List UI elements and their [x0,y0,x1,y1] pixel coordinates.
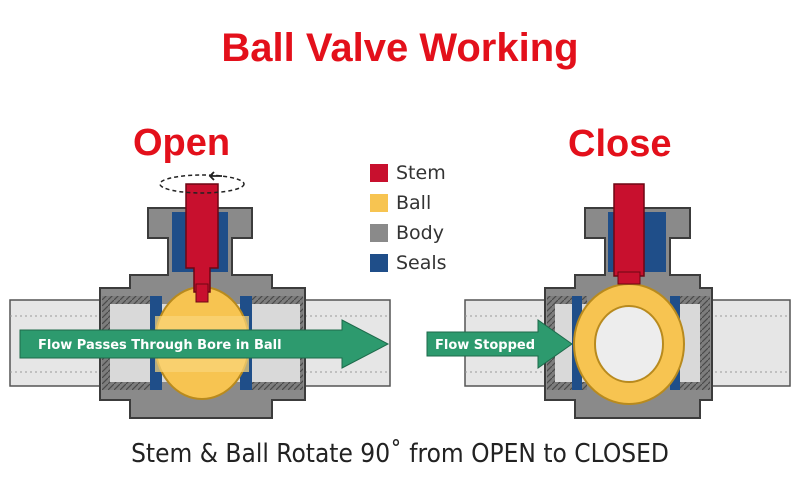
closed-stem-tip [617,271,641,285]
closed-flow-text: Flow Stopped [435,338,535,353]
rotation-arrow-icon [159,174,245,194]
legend-label: Ball [396,192,432,214]
closed-valve: Flow Stopped [426,183,791,419]
legend-label: Stem [396,162,446,184]
legend-item-stem: Stem [370,158,447,188]
page-title: Ball Valve Working [221,26,579,70]
legend-item-ball: Ball [370,188,447,218]
open-stem [185,183,219,293]
caption: Stem & Ball Rotate 90˚ from OPEN to CLOS… [131,439,669,469]
open-flow-arrow [19,319,390,369]
closed-flow-arrow [426,319,573,369]
legend-label: Body [396,222,444,244]
open-state-label: Open [133,122,231,164]
legend-item-seals: Seals [370,248,447,278]
legend-swatch [370,164,388,182]
legend-swatch [370,224,388,242]
closed-ball-bore [594,305,664,383]
legend-label: Seals [396,252,447,274]
close-state-label: Close [568,123,672,165]
open-flow-text: Flow Passes Through Bore in Ball [38,338,282,353]
open-stem-tip [195,283,209,303]
closed-stem [613,183,645,277]
open-valve: Flow Passes Through Bore in Ball [9,171,391,419]
legend-swatch [370,254,388,272]
legend-item-body: Body [370,218,447,248]
legend-swatch [370,194,388,212]
